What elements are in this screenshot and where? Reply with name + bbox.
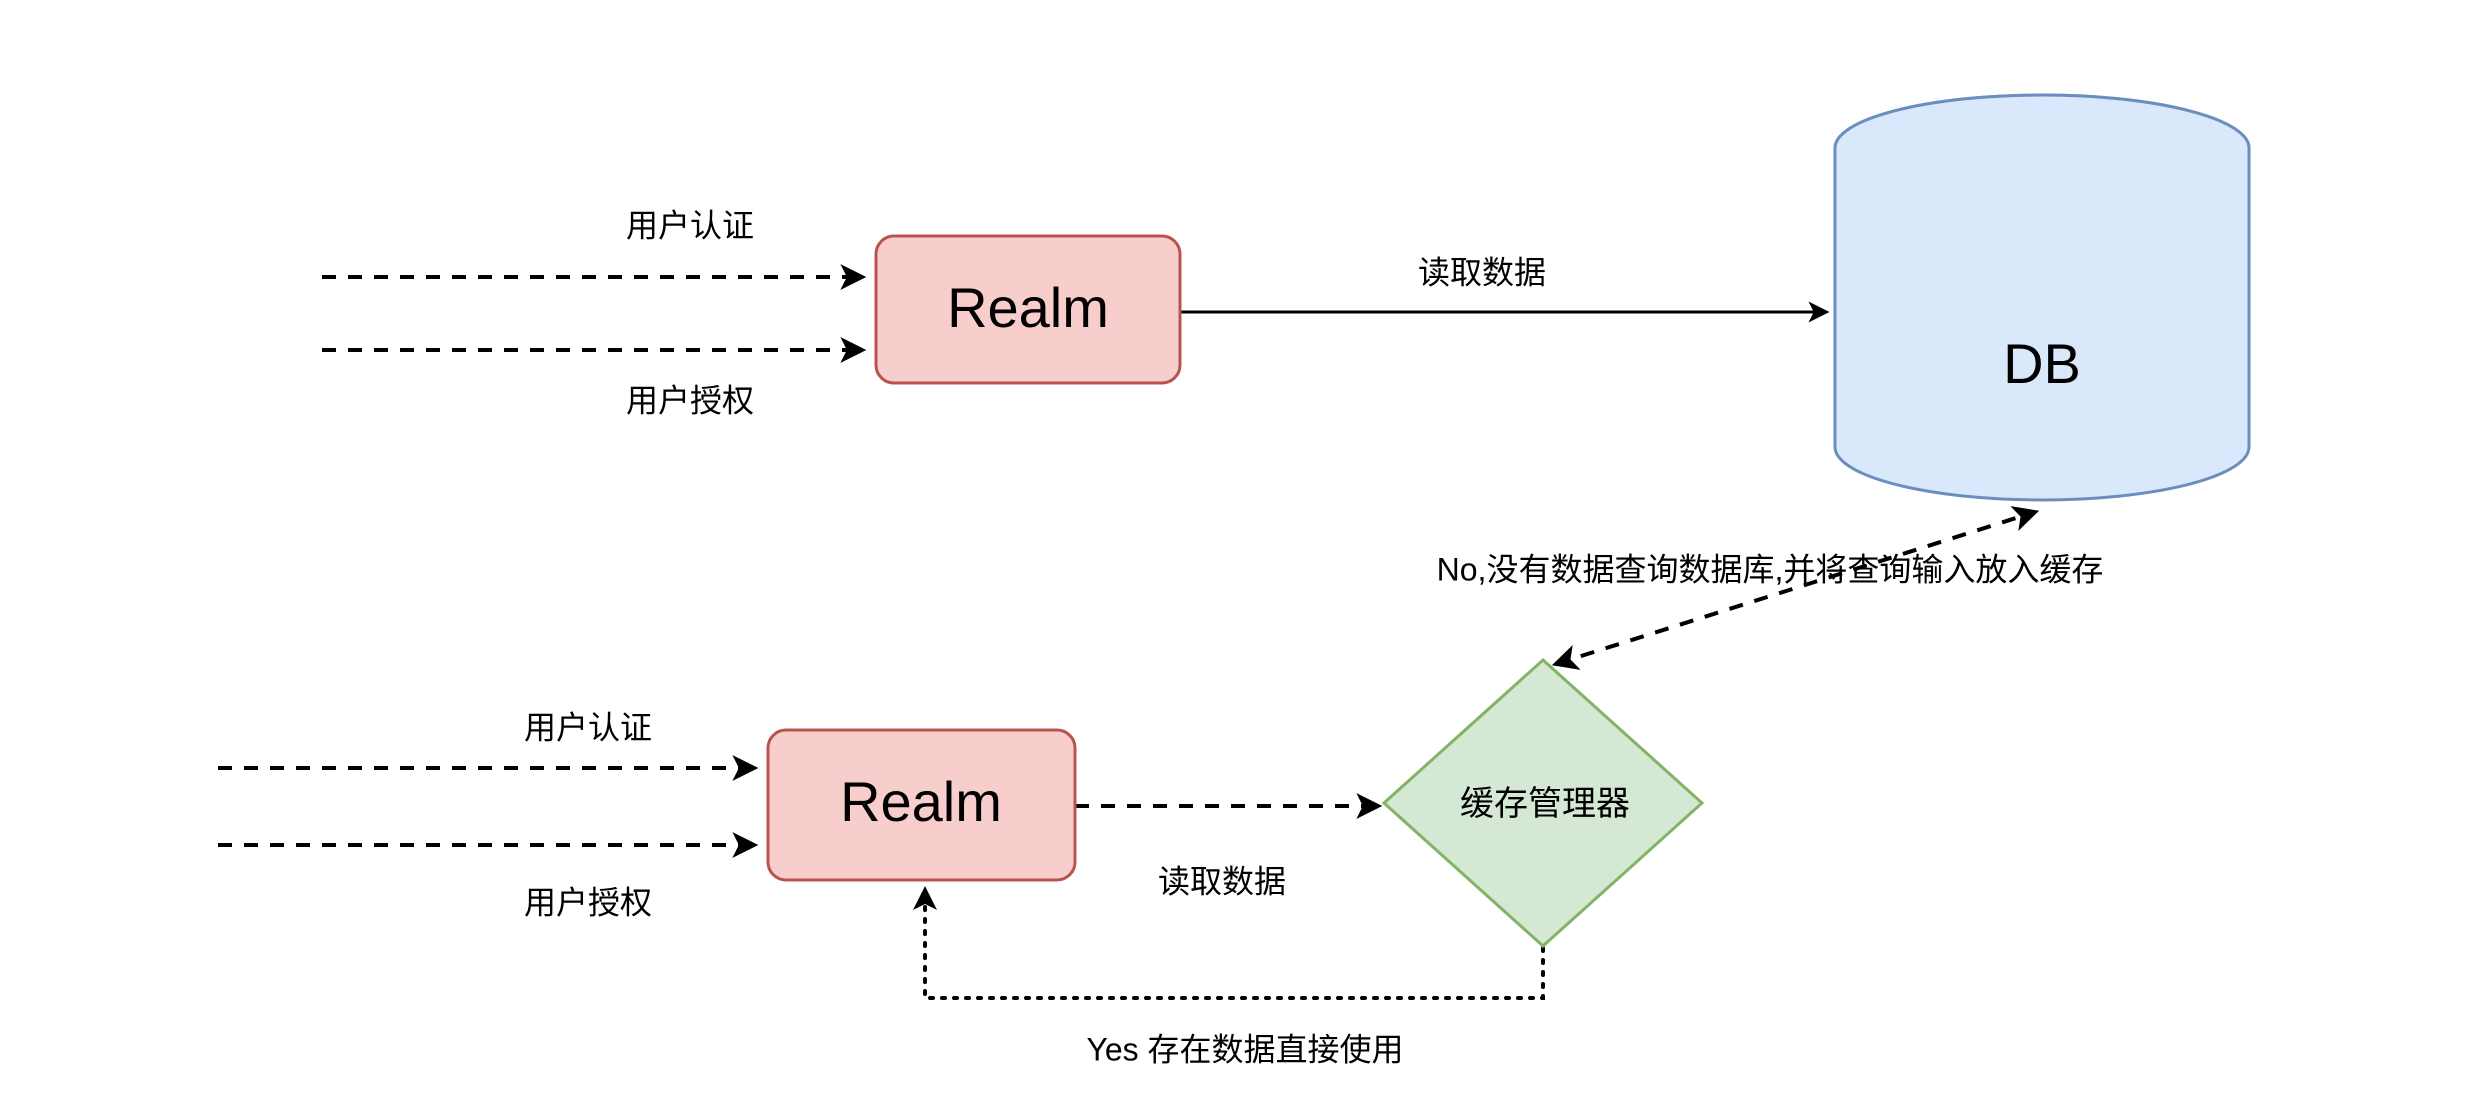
node-db-label: DB — [2003, 332, 2081, 395]
edge-cache-hit-return — [913, 886, 1545, 1000]
edge-label-bottom-read-data: 读取数据 — [1158, 863, 1286, 899]
node-realm-bottom-shape — [766, 728, 1077, 882]
edge-cache-miss-to-db — [1551, 506, 2040, 670]
edge-label-top-read-data: 读取数据 — [1418, 254, 1546, 290]
edge-label-top-user-authz: 用户授权 — [626, 382, 754, 418]
node-cache-manager[interactable]: 缓存管理器 — [1381, 657, 1705, 949]
edge-label-cache-miss: No,没有数据查询数据库,并将查询输入放入缓存 — [1437, 551, 2104, 587]
edge-label-top-user-auth: 用户认证 — [626, 207, 754, 243]
edge-label-bottom-user-authz: 用户授权 — [524, 884, 652, 920]
node-cache-manager-label: 缓存管理器 — [1460, 785, 1630, 823]
node-realm-top[interactable]: Realm — [874, 234, 1182, 385]
node-realm-bottom-label: Realm — [840, 770, 1002, 833]
node-cache-manager-shape — [1381, 657, 1705, 949]
node-realm-bottom[interactable]: Realm — [766, 728, 1077, 882]
node-realm-top-shape — [874, 234, 1182, 385]
edge-label-cache-hit: Yes 存在数据直接使用 — [1086, 1031, 1403, 1067]
node-realm-top-label: Realm — [947, 276, 1109, 339]
node-db[interactable]: DB — [1833, 93, 2251, 502]
node-db-body — [1833, 93, 2251, 502]
node-db-top-ellipse — [1833, 93, 2251, 149]
edge-label-bottom-user-auth: 用户认证 — [524, 709, 652, 745]
